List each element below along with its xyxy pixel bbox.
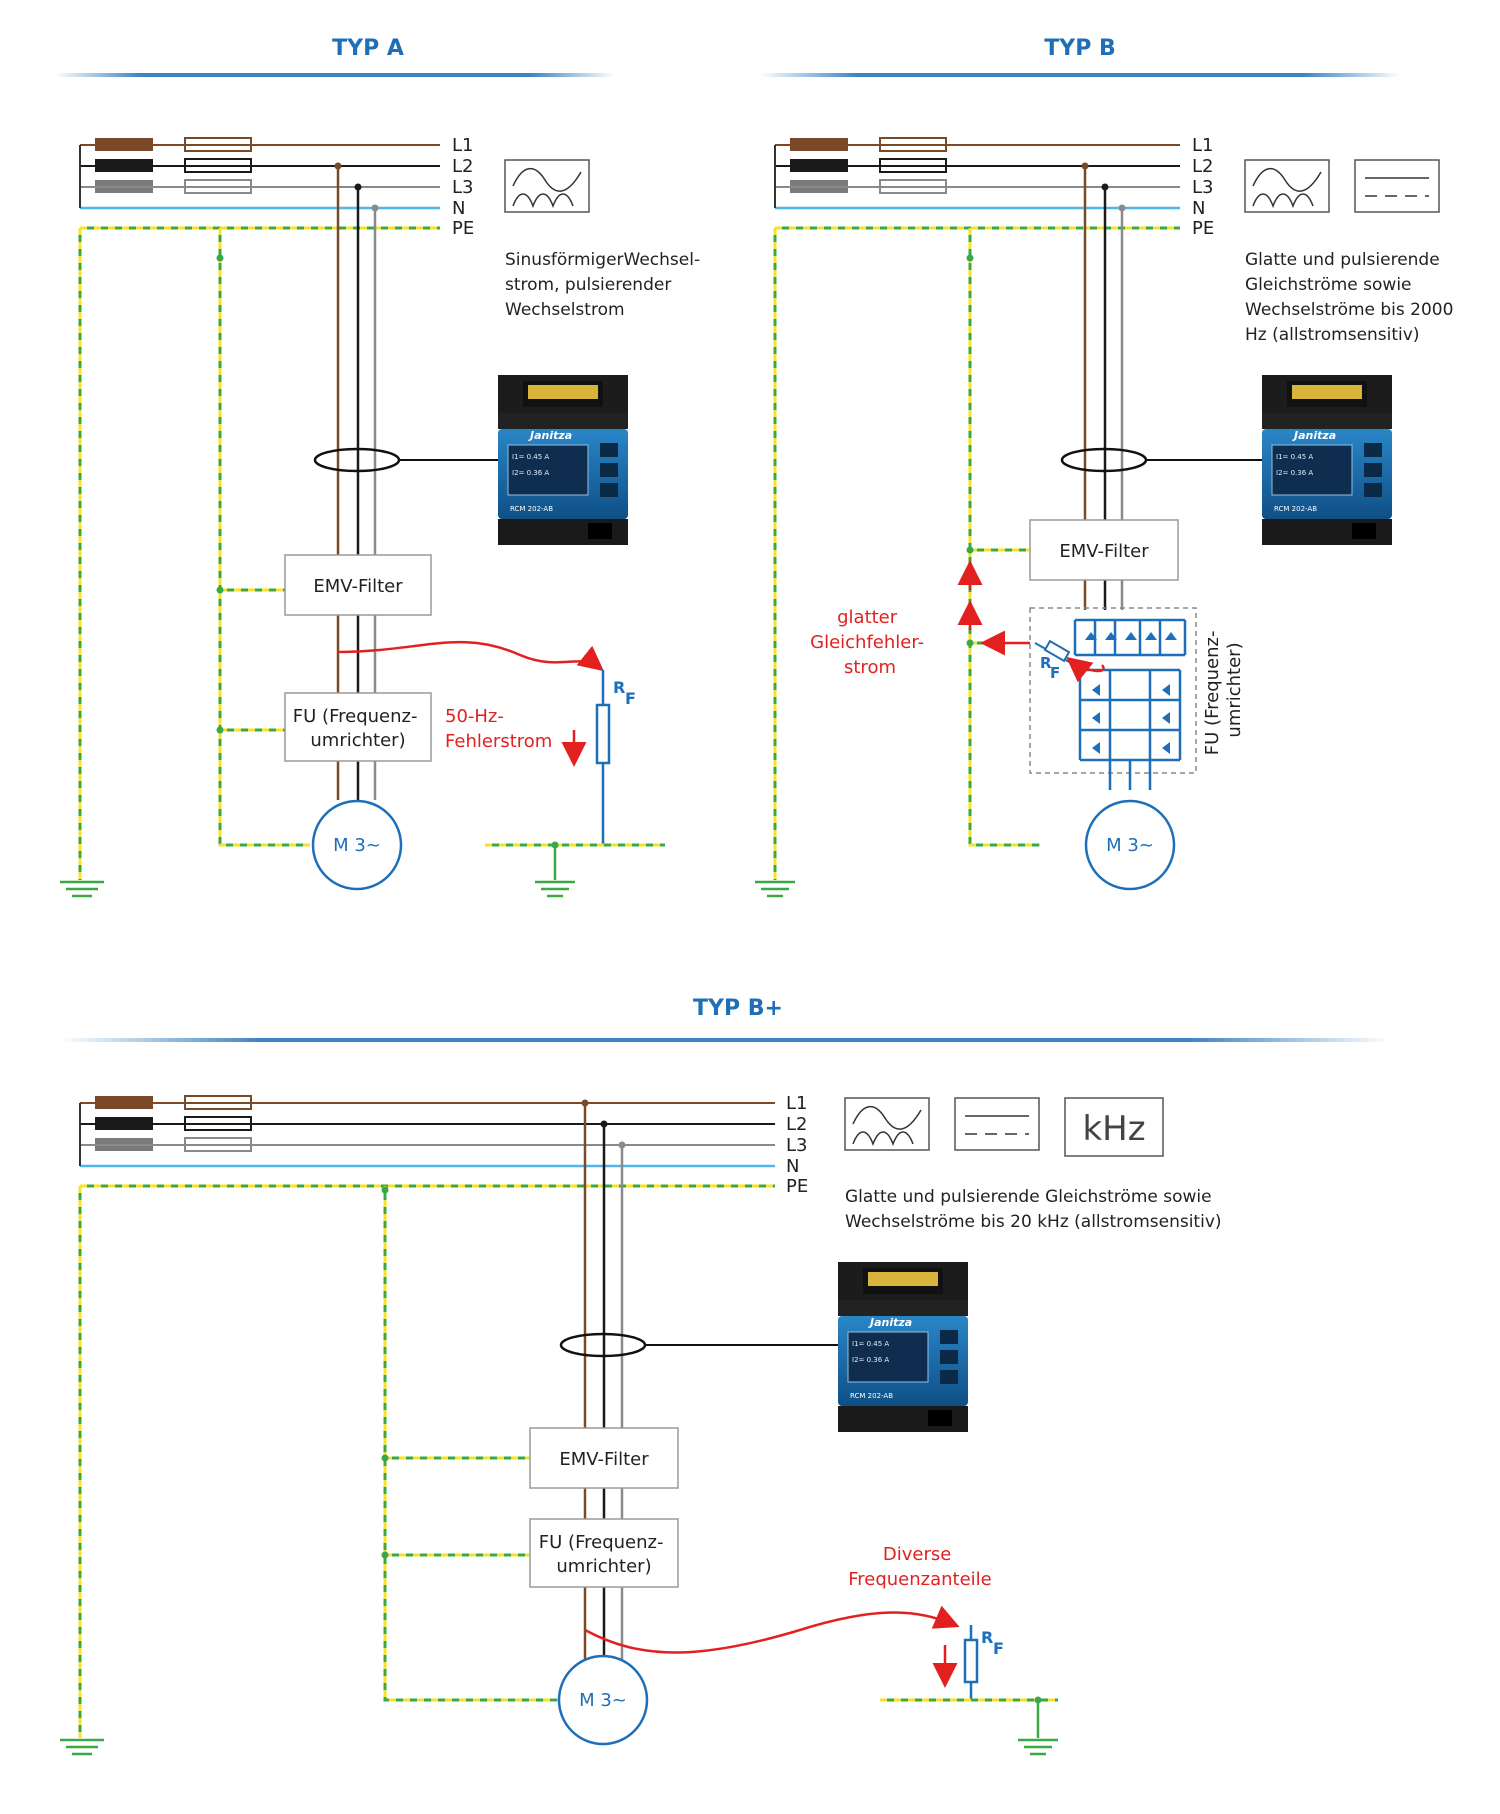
emv-filter-box [1029,519,1179,581]
pe-line [78,1184,775,1738]
wave-icon-ac [504,159,590,213]
svg-text:Janitza: Janitza [528,429,572,442]
motor-icon [557,1654,649,1746]
svg-text:RCM 202-AB: RCM 202-AB [1274,505,1317,513]
rcm-device: Janitza I1= 0.45 A I2= 0.36 A RCM 202-AB [1261,374,1393,546]
ground-icon [1018,1700,1058,1756]
wave-icon-ac [844,1097,930,1151]
fault-label: Diverse Frequenzanteile [848,1544,992,1590]
wave-icon-dc [954,1097,1040,1151]
svg-text:RCM 202-AB: RCM 202-AB [510,505,553,513]
fault-current-arrow [337,640,604,672]
svg-text:I1= 0.45 A: I1= 0.45 A [1276,453,1313,461]
description: SinusförmigerWechsel- strom, pulsierende… [505,250,706,320]
section-typ-b-plus: TYP B+ L1 L2 L3 N PE [60,996,1390,1756]
section-title: TYP B+ [693,996,783,1021]
fu-label: FU (Frequenz- umrichter) [293,706,423,751]
pe-line [773,226,1180,880]
svg-text:N: N [1192,198,1205,219]
pe-line [78,226,440,880]
svg-text:Janitza: Janitza [1292,429,1336,442]
rf-resistor-icon [963,1638,979,1684]
motor-icon [311,799,403,891]
emv-filter-box [529,1427,679,1489]
svg-text:M 3~: M 3~ [1106,835,1154,856]
rcm-device: Janitza I1= 0.45 A I2= 0.36 A RCM 202-AB [497,374,629,546]
svg-text:L3: L3 [786,1135,807,1156]
fu-box [529,1518,679,1588]
section-typ-b: TYP B L1 L2 L3 N PE [755,36,1459,898]
svg-text:kHz: kHz [1082,1109,1145,1149]
section-title: TYP B [1044,36,1116,61]
svg-text:I1= 0.45 A: I1= 0.45 A [852,1340,889,1348]
svg-text:L3: L3 [1192,177,1213,198]
svg-text:I1= 0.45 A: I1= 0.45 A [512,453,549,461]
svg-text:I2= 0.36 A: I2= 0.36 A [512,469,549,477]
svg-text:I2= 0.36 A: I2= 0.36 A [852,1356,889,1364]
motor-label: M 3~ [333,835,381,856]
fault-current-arrow [1066,656,1105,683]
svg-text:FU (Frequenz- umrichter): FU (Frequenz- umrichter) [539,1532,669,1577]
wave-icon-dc [1354,159,1440,213]
svg-text:Janitza: Janitza [868,1316,912,1329]
ground-icon [60,1738,104,1756]
description: Glatte und pulsierende Gleichströme sowi… [845,1187,1222,1232]
section-typ-a: TYP A L1 L2 L3 N PE [55,36,706,898]
fu-box [284,692,432,762]
ground-icon [535,845,575,898]
label-l1: L1 [452,135,473,156]
section-divider [760,73,1400,77]
emv-filter-label: EMV-Filter [313,576,403,597]
svg-text:L2: L2 [1192,156,1213,177]
wave-icon-ac [1244,159,1330,213]
svg-text:N: N [786,1156,799,1177]
label-l3: L3 [452,177,473,198]
svg-text:I2= 0.36 A: I2= 0.36 A [1276,469,1313,477]
svg-text:L2: L2 [786,1114,807,1135]
label-n: N [452,198,465,219]
svg-text:EMV-Filter: EMV-Filter [559,1449,649,1470]
fault-label: 50-Hz- Fehlerstrom [445,706,552,752]
section-divider [55,73,615,77]
section-title: TYP A [332,36,404,61]
fu-inverter-box [1029,607,1197,774]
rf-resistor-icon [1043,639,1071,663]
svg-text:L1: L1 [786,1093,807,1114]
ground-icon [755,880,795,898]
svg-text:PE: PE [786,1176,808,1197]
rf-label: RF [613,678,636,708]
motor-icon [1084,799,1176,891]
emv-filter-box [284,554,432,616]
rf-resistor-icon [595,703,611,765]
svg-text:EMV-Filter: EMV-Filter [1059,541,1149,562]
svg-text:PE: PE [1192,218,1214,239]
label-l2: L2 [452,156,473,177]
description: Glatte und pulsierende Gleichströme sowi… [1245,250,1459,345]
svg-text:M 3~: M 3~ [579,1690,627,1711]
section-divider [60,1038,1390,1042]
wave-icon-khz: kHz [1064,1097,1164,1157]
inverter-circuit [1073,618,1187,790]
rf-label: RF [981,1628,1004,1658]
fault-current-arrow [584,1605,960,1654]
fault-label: glatter Gleichfehler- strom [810,607,930,678]
svg-text:RCM 202-AB: RCM 202-AB [850,1392,893,1400]
ground-icon [60,880,104,898]
fu-vertical-label: FU (Frequenz- umrichter) [1202,625,1245,755]
rcm-device: Janitza I1= 0.45 A I2= 0.36 A RCM 202-AB [837,1261,969,1433]
label-pe: PE [452,218,474,239]
svg-text:L1: L1 [1192,135,1213,156]
